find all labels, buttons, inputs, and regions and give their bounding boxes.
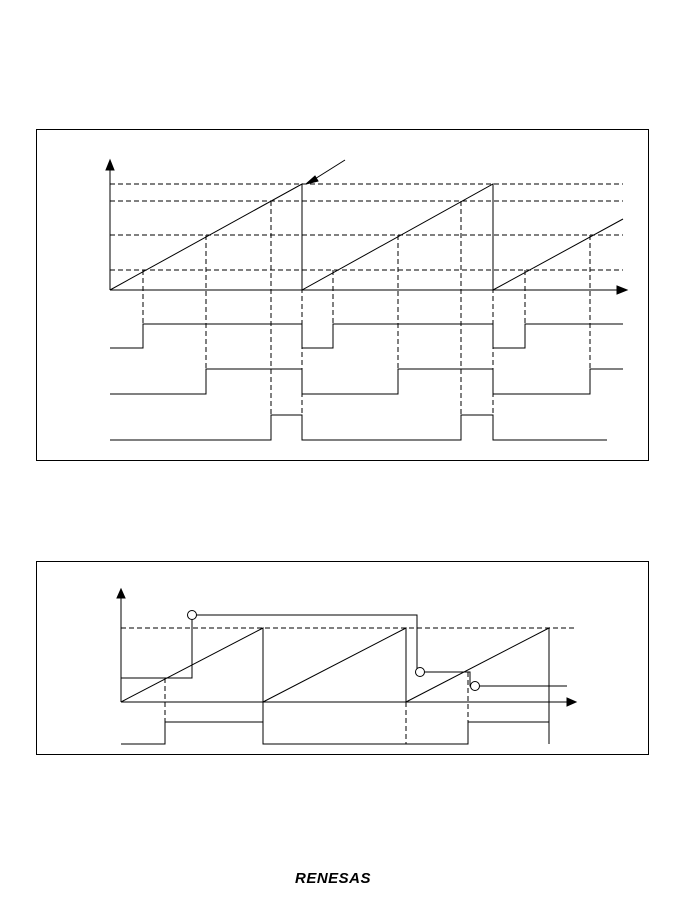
axis-arrow-icon xyxy=(116,587,126,599)
output-waveform-2 xyxy=(110,368,623,395)
axis-arrow-icon xyxy=(616,285,629,295)
compare-value-line xyxy=(120,614,567,702)
timing-diagram-1-canvas xyxy=(105,158,629,441)
pointer-arrow-icon xyxy=(305,175,319,185)
buffer-transfer-circle-icon xyxy=(187,610,197,620)
timing-diagram-1 xyxy=(36,129,649,461)
output-waveform-3 xyxy=(110,414,607,441)
timing-diagram-2-canvas xyxy=(116,587,578,745)
axis-arrow-icon xyxy=(566,697,578,707)
buffer-transfer-circle-icon xyxy=(415,667,425,677)
axis-arrow-icon xyxy=(105,158,115,171)
output-waveform xyxy=(121,721,549,745)
counter-sawtooth xyxy=(109,183,624,291)
buffer-transfer-circle-icon xyxy=(470,681,480,691)
renesas-logo: RENESAS xyxy=(295,870,372,887)
timing-diagram-2 xyxy=(36,561,649,755)
output-waveform-1 xyxy=(110,323,623,349)
